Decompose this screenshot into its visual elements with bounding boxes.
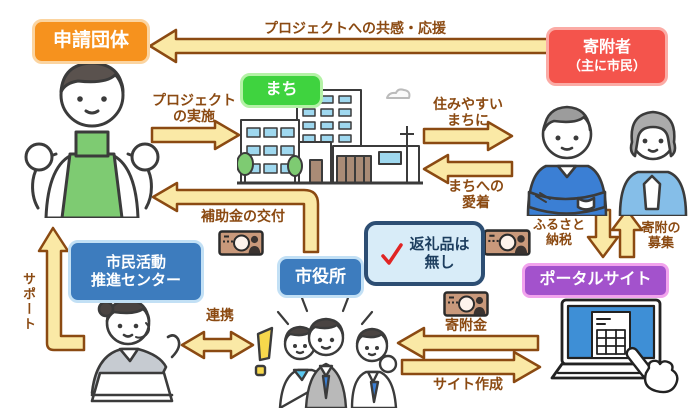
livable-town-label: 住みやすい まちに xyxy=(433,96,503,129)
donor-box: 寄附者 （主に市民） xyxy=(546,27,668,86)
arrow-subsidy xyxy=(151,181,320,254)
money-icon xyxy=(483,229,531,256)
applicant-group-label: 申請団体 xyxy=(52,30,129,52)
cityhall-staff-illustration xyxy=(254,296,398,408)
town-box: まち xyxy=(240,73,323,108)
money-icon xyxy=(218,230,264,256)
money-icon xyxy=(443,291,489,317)
arrow-livable-town xyxy=(422,120,514,152)
donors-illustration xyxy=(526,105,688,216)
applicant-person-illustration xyxy=(24,61,160,218)
city-hall-box: 市役所 xyxy=(277,256,364,298)
donation-money-label: 寄附金 xyxy=(445,317,487,333)
portal-site-box: ポータルサイト xyxy=(522,263,669,298)
town-buildings-illustration xyxy=(237,88,423,185)
center-label-line2: 推進センター xyxy=(90,271,181,289)
subsidy-grant-label: 補助金の交付 xyxy=(201,208,285,224)
arrow-furusato-tax xyxy=(586,208,620,259)
portal-site-label: ポータルサイト xyxy=(539,271,652,289)
donor-label-line1: 寄附者 xyxy=(582,39,631,57)
town-label: まち xyxy=(265,81,298,99)
furusato-tax-label: ふるさと 納税 xyxy=(532,217,585,247)
sympathy-support-label: プロジェクトへの共感・応援 xyxy=(264,20,446,36)
support-staff-illustration xyxy=(90,298,181,403)
arrow-cooperation xyxy=(180,330,255,360)
cooperation-label: 連携 xyxy=(206,307,234,323)
arrow-donation-money xyxy=(396,326,540,360)
center-label-line1: 市民活動 xyxy=(105,253,166,271)
project-implementation-label: プロジェクト の実施 xyxy=(152,92,236,125)
checkmark-icon xyxy=(381,242,404,265)
arrow-town-attachment xyxy=(422,153,514,185)
civic-activity-center-box: 市民活動 推進センター xyxy=(68,240,204,303)
town-attachment-label: まちへの 愛着 xyxy=(448,178,504,211)
arrow-support xyxy=(37,226,86,352)
arrow-project-implementation xyxy=(150,119,241,151)
city-hall-label: 市役所 xyxy=(295,266,346,286)
donor-label-line2: （主に市民） xyxy=(567,58,646,74)
arrow-donation-recruit xyxy=(610,208,644,259)
laptop-illustration xyxy=(550,298,679,394)
no-return-gift-box: 返礼品は 無し xyxy=(364,221,485,286)
support-label: サポート xyxy=(20,272,36,332)
arrow-site-creation xyxy=(400,350,542,384)
site-creation-label: サイト作成 xyxy=(433,376,503,392)
no-return-gift-text: 返礼品は 無し xyxy=(409,235,470,271)
applicant-group-box: 申請団体 xyxy=(32,19,150,64)
donation-recruit-label: 寄附の 募集 xyxy=(641,220,681,250)
